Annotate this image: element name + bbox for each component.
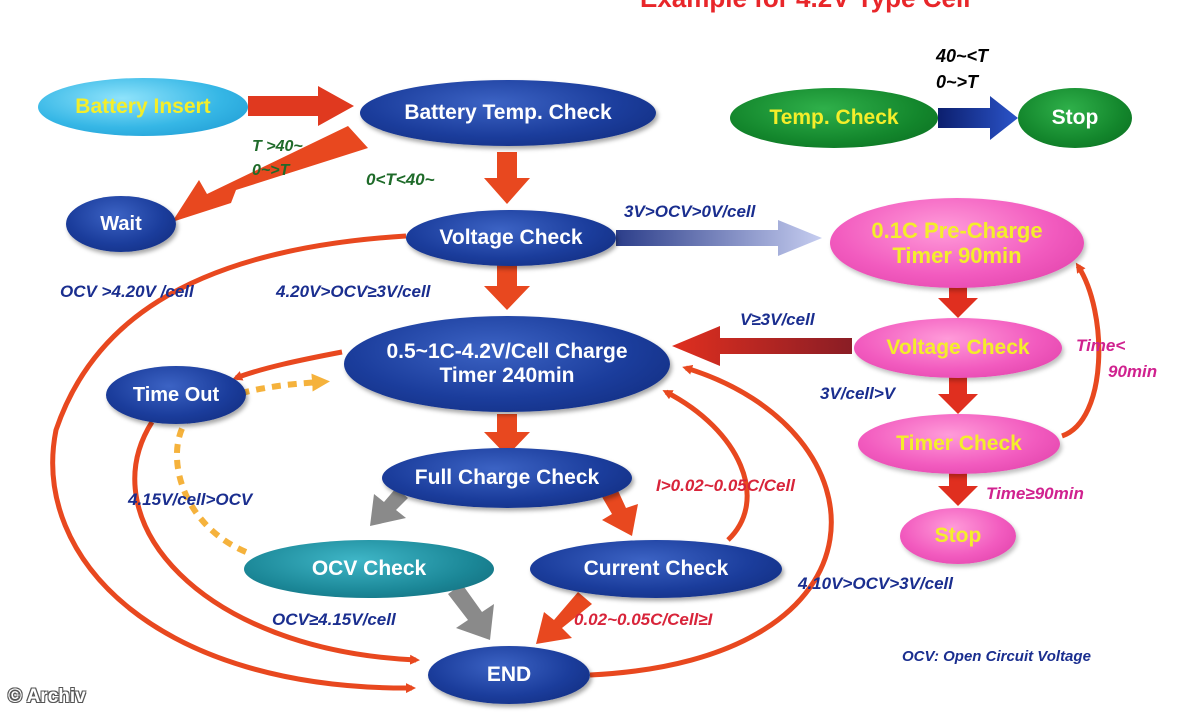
- ocv-high-condition: OCV >4.20V /cell: [60, 282, 194, 301]
- flow-arrow: [1060, 262, 1102, 439]
- full-charge-check-node: Full Charge Check: [382, 448, 632, 508]
- battery-temp-check-label: Battery Temp. Check: [404, 100, 612, 124]
- current-high-condition: I>0.02~0.05C/Cell: [656, 476, 795, 495]
- ocv-legend: OCV: Open Circuit Voltage: [902, 648, 1091, 665]
- flow-arrow: [132, 420, 420, 665]
- precharge-line2: Timer 90min: [892, 243, 1022, 268]
- end-label: END: [486, 662, 532, 686]
- temp-check-node: Temp. Check: [730, 88, 938, 148]
- voltage-ok-condition: V≥3V/cell: [740, 310, 815, 329]
- flow-arrow: [938, 374, 978, 414]
- flow-arrow: [232, 349, 343, 381]
- ocv-normal-condition: 4.20V>OCV≥3V/cell: [276, 282, 431, 301]
- end-node: END: [428, 646, 590, 704]
- battery-temp-check-node: Battery Temp. Check: [360, 80, 656, 146]
- battery-insert-node: Battery Insert: [38, 78, 248, 136]
- precharge-node: 0.1C Pre-Charge Timer 90min: [830, 198, 1084, 288]
- temp-stop-condition-line2: 0~>T: [936, 72, 979, 92]
- flow-arrow: [662, 389, 750, 542]
- time-out-label: Time Out: [132, 383, 220, 406]
- flow-arrow: [370, 488, 408, 526]
- battery-insert-label: Battery Insert: [75, 94, 211, 118]
- temp-check-label: Temp. Check: [769, 105, 899, 129]
- flow-arrow: [484, 264, 530, 310]
- time-ge-condition: Time≥90min: [986, 484, 1084, 503]
- image-credit: © Archiv: [8, 686, 86, 707]
- voltage-check-pink-label: Voltage Check: [886, 335, 1030, 359]
- gradient-arrow: [616, 220, 822, 256]
- precharge-line1: 0.1C Pre-Charge: [871, 217, 1043, 243]
- stop-node-green: Stop: [1018, 88, 1132, 148]
- ocv-range-condition: 4.10V>OCV>3V/cell: [798, 574, 953, 593]
- stop-pink-label: Stop: [934, 523, 982, 547]
- ocv-check-node: OCV Check: [244, 540, 494, 598]
- flow-arrow: [938, 470, 978, 506]
- stop-green-label: Stop: [1051, 105, 1099, 129]
- wait-label: Wait: [100, 212, 142, 235]
- voltage-check-label: Voltage Check: [439, 225, 583, 249]
- temp-stop-condition-line1: 40~<T: [936, 46, 989, 66]
- voltage-check-node: Voltage Check: [406, 210, 616, 266]
- timer-check-label: Timer Check: [896, 431, 1022, 455]
- voltage-check-pink-node: Voltage Check: [854, 318, 1062, 378]
- flow-arrow: [589, 364, 834, 678]
- time-lt-condition-line2: 90min: [1108, 362, 1158, 381]
- charge-node: 0.5~1C-4.2V/Cell Charge Timer 240min: [344, 316, 670, 412]
- ocv-check-label: OCV Check: [311, 556, 427, 580]
- gradient-arrow: [672, 326, 852, 366]
- charge-line2: Timer 240min: [439, 364, 575, 387]
- time-out-node: Time Out: [106, 366, 246, 424]
- gradient-arrow: [938, 96, 1018, 140]
- temp-wait-condition-line1: T >40~: [252, 138, 303, 155]
- full-charge-check-label: Full Charge Check: [414, 465, 600, 489]
- flow-arrow: [938, 284, 978, 318]
- diagram-title-fragment: Example for 4.2V Type Cell: [640, 0, 970, 14]
- flow-arrow: [484, 152, 530, 204]
- flow-arrow: [248, 86, 354, 126]
- current-check-node: Current Check: [530, 540, 782, 598]
- temp-wait-condition-line2: 0~>T: [252, 162, 290, 179]
- flow-arrow: [448, 584, 494, 640]
- flow-arrow: [484, 414, 530, 456]
- stop-node-pink: Stop: [900, 508, 1016, 564]
- wait-node: Wait: [66, 196, 176, 252]
- voltage-low-condition: 3V/cell>V: [820, 384, 896, 403]
- flow-arrow: [536, 592, 592, 644]
- flow-arrow: [172, 126, 368, 222]
- flow-arrow: [50, 233, 416, 694]
- time-lt-condition-line1: Time<: [1076, 336, 1126, 355]
- ocv-full-condition: OCV≥4.15V/cell: [272, 610, 396, 629]
- current-low-condition: 0.02~0.05C/Cell≥I: [574, 610, 713, 629]
- temp-ok-condition: 0<T<40~: [366, 170, 435, 189]
- current-check-label: Current Check: [583, 556, 729, 580]
- charge-line1: 0.5~1C-4.2V/Cell Charge: [386, 339, 628, 363]
- timer-check-node: Timer Check: [858, 414, 1060, 474]
- recharge-condition: 4.15V/cell>OCV: [128, 490, 253, 509]
- precharge-condition: 3V>OCV>0V/cell: [624, 202, 756, 221]
